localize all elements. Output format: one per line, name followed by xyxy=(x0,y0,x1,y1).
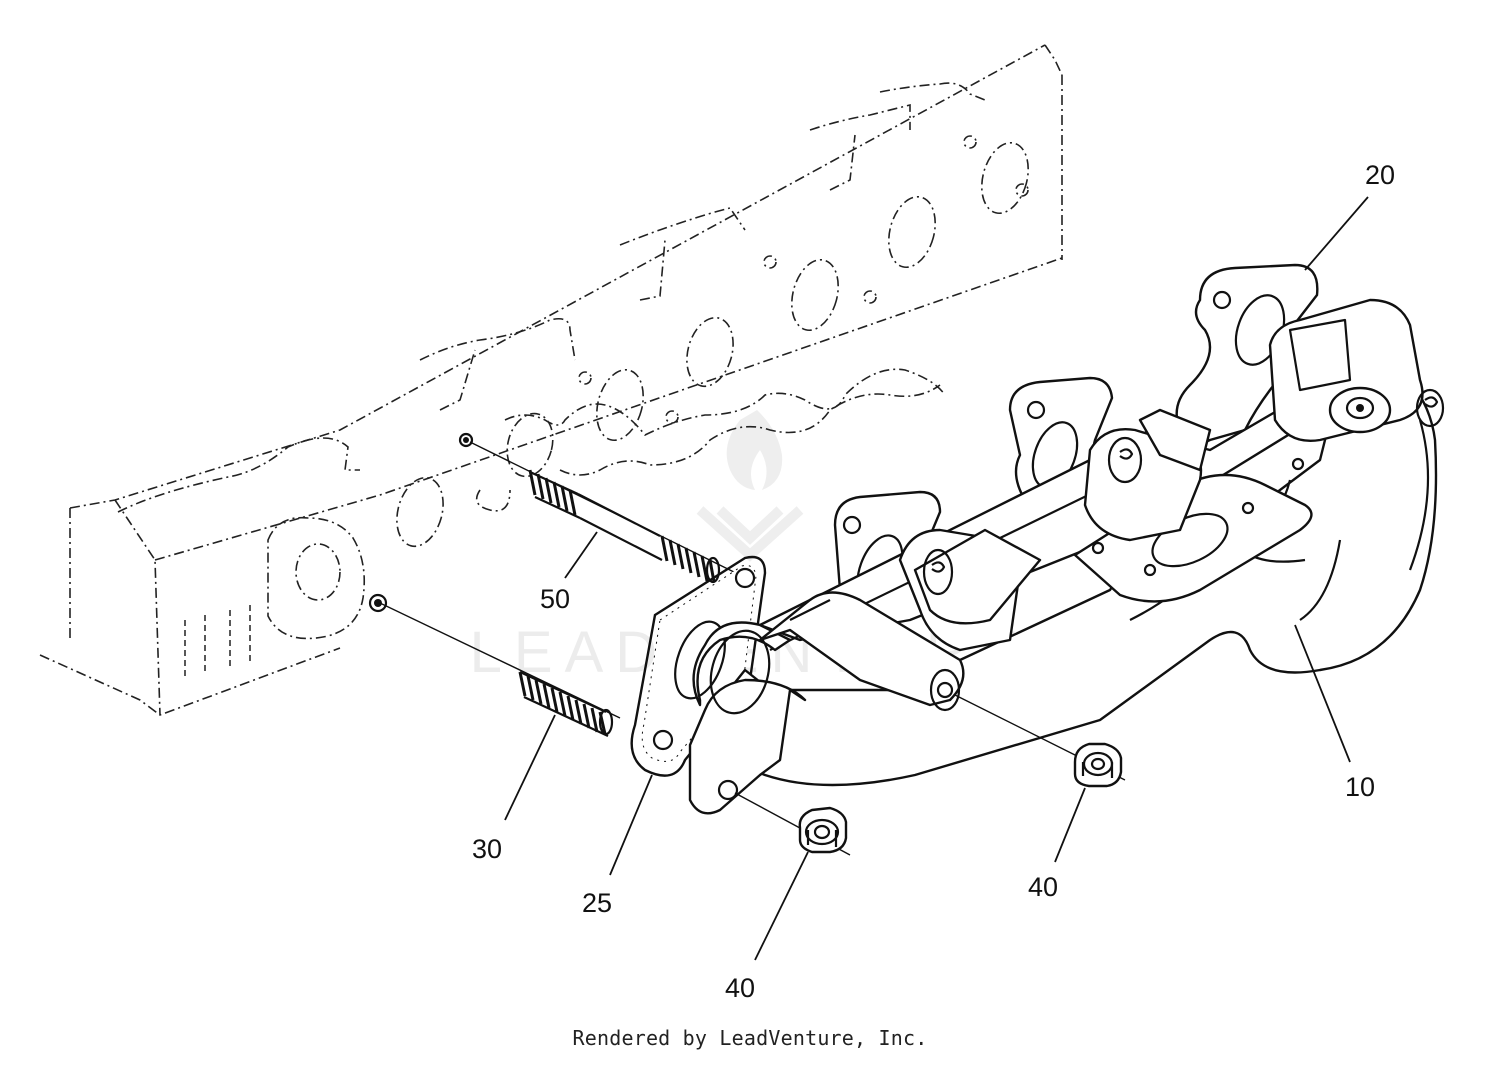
exhaust-manifold-10 xyxy=(688,298,1445,815)
label-40-lower: 40 xyxy=(725,973,755,1003)
leader-30 xyxy=(504,714,556,821)
rendered-by-footer: Rendered by LeadVenture, Inc. xyxy=(572,1026,928,1050)
label-50: 50 xyxy=(540,584,570,614)
callout-20: 20 xyxy=(1304,160,1395,271)
cylinder-head-phantom xyxy=(39,44,1063,716)
leader-25 xyxy=(609,774,653,876)
stud-long-50 xyxy=(469,441,741,584)
label-25: 25 xyxy=(582,888,612,918)
nut-40-upper xyxy=(954,694,1126,788)
label-10: 10 xyxy=(1345,772,1375,802)
label-30: 30 xyxy=(472,834,502,864)
callout-50: 50 xyxy=(540,531,598,614)
label-40-upper: 40 xyxy=(1028,872,1058,902)
callout-10: 10 xyxy=(1294,624,1375,802)
leader-50 xyxy=(564,531,598,579)
leader-40-upper xyxy=(1054,787,1086,863)
stud-short-30 xyxy=(379,602,621,737)
callout-40-upper: 40 xyxy=(1028,787,1086,902)
callout-30: 30 xyxy=(472,714,556,864)
leader-20 xyxy=(1304,196,1369,271)
callout-25: 25 xyxy=(582,774,653,918)
leader-10 xyxy=(1294,624,1351,763)
label-20: 20 xyxy=(1365,160,1395,190)
leader-40-lower xyxy=(754,851,809,961)
nut-40-lower xyxy=(734,792,851,856)
callout-40-lower: 40 xyxy=(725,851,809,1003)
